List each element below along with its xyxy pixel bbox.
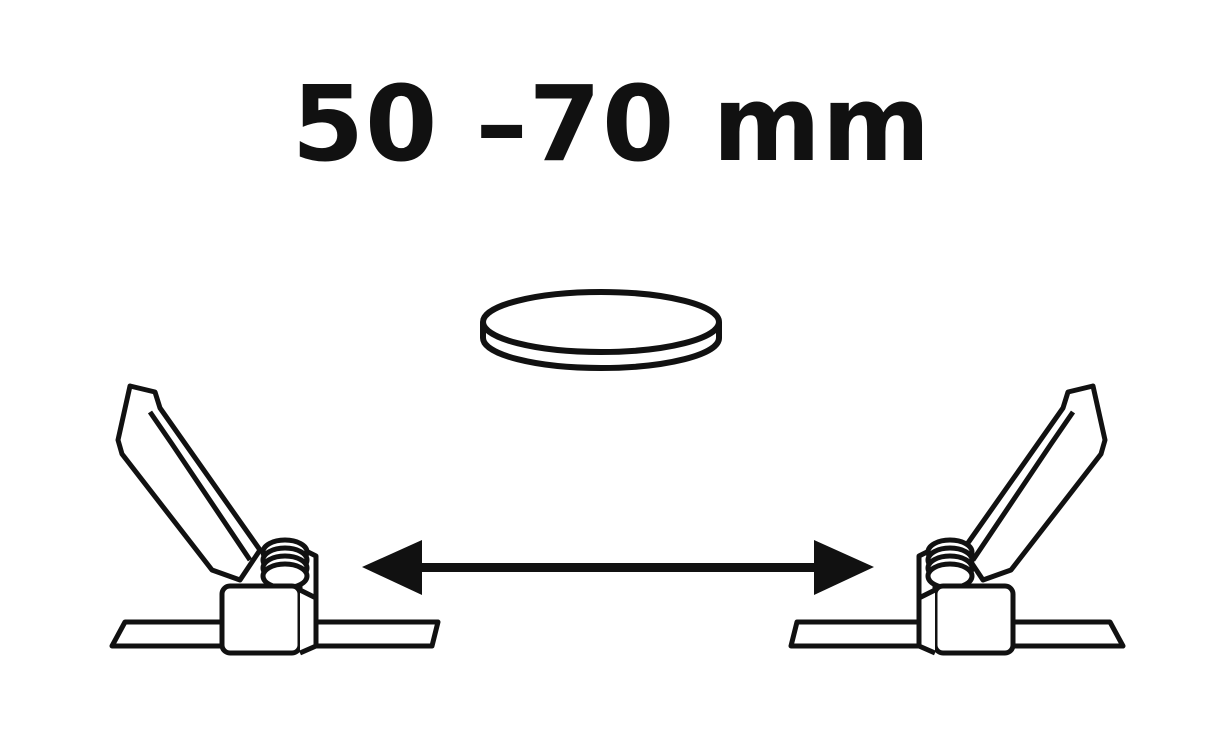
right-tile-leveling-clip-icon [788, 383, 1126, 656]
arrow-shaft [410, 563, 830, 572]
right-clip-block [932, 583, 1016, 656]
left-lever-arm [115, 383, 263, 583]
measurement-label: 50 –70 mm [291, 63, 932, 185]
right-clip-side [916, 587, 937, 656]
disc-icon [480, 289, 722, 371]
double-arrow-icon [362, 540, 874, 595]
right-spring-coils [925, 537, 975, 591]
right-lever-inner-line [970, 410, 1076, 562]
left-lever-inner-line [147, 410, 253, 562]
arrow-head-left [362, 540, 422, 595]
left-clip-block [219, 583, 303, 656]
left-clip-side [298, 587, 319, 656]
right-lever-arm [960, 383, 1108, 583]
left-tile-leveling-clip-icon [109, 383, 441, 656]
left-spring-coils [260, 537, 310, 591]
arrow-head-right [814, 540, 874, 595]
